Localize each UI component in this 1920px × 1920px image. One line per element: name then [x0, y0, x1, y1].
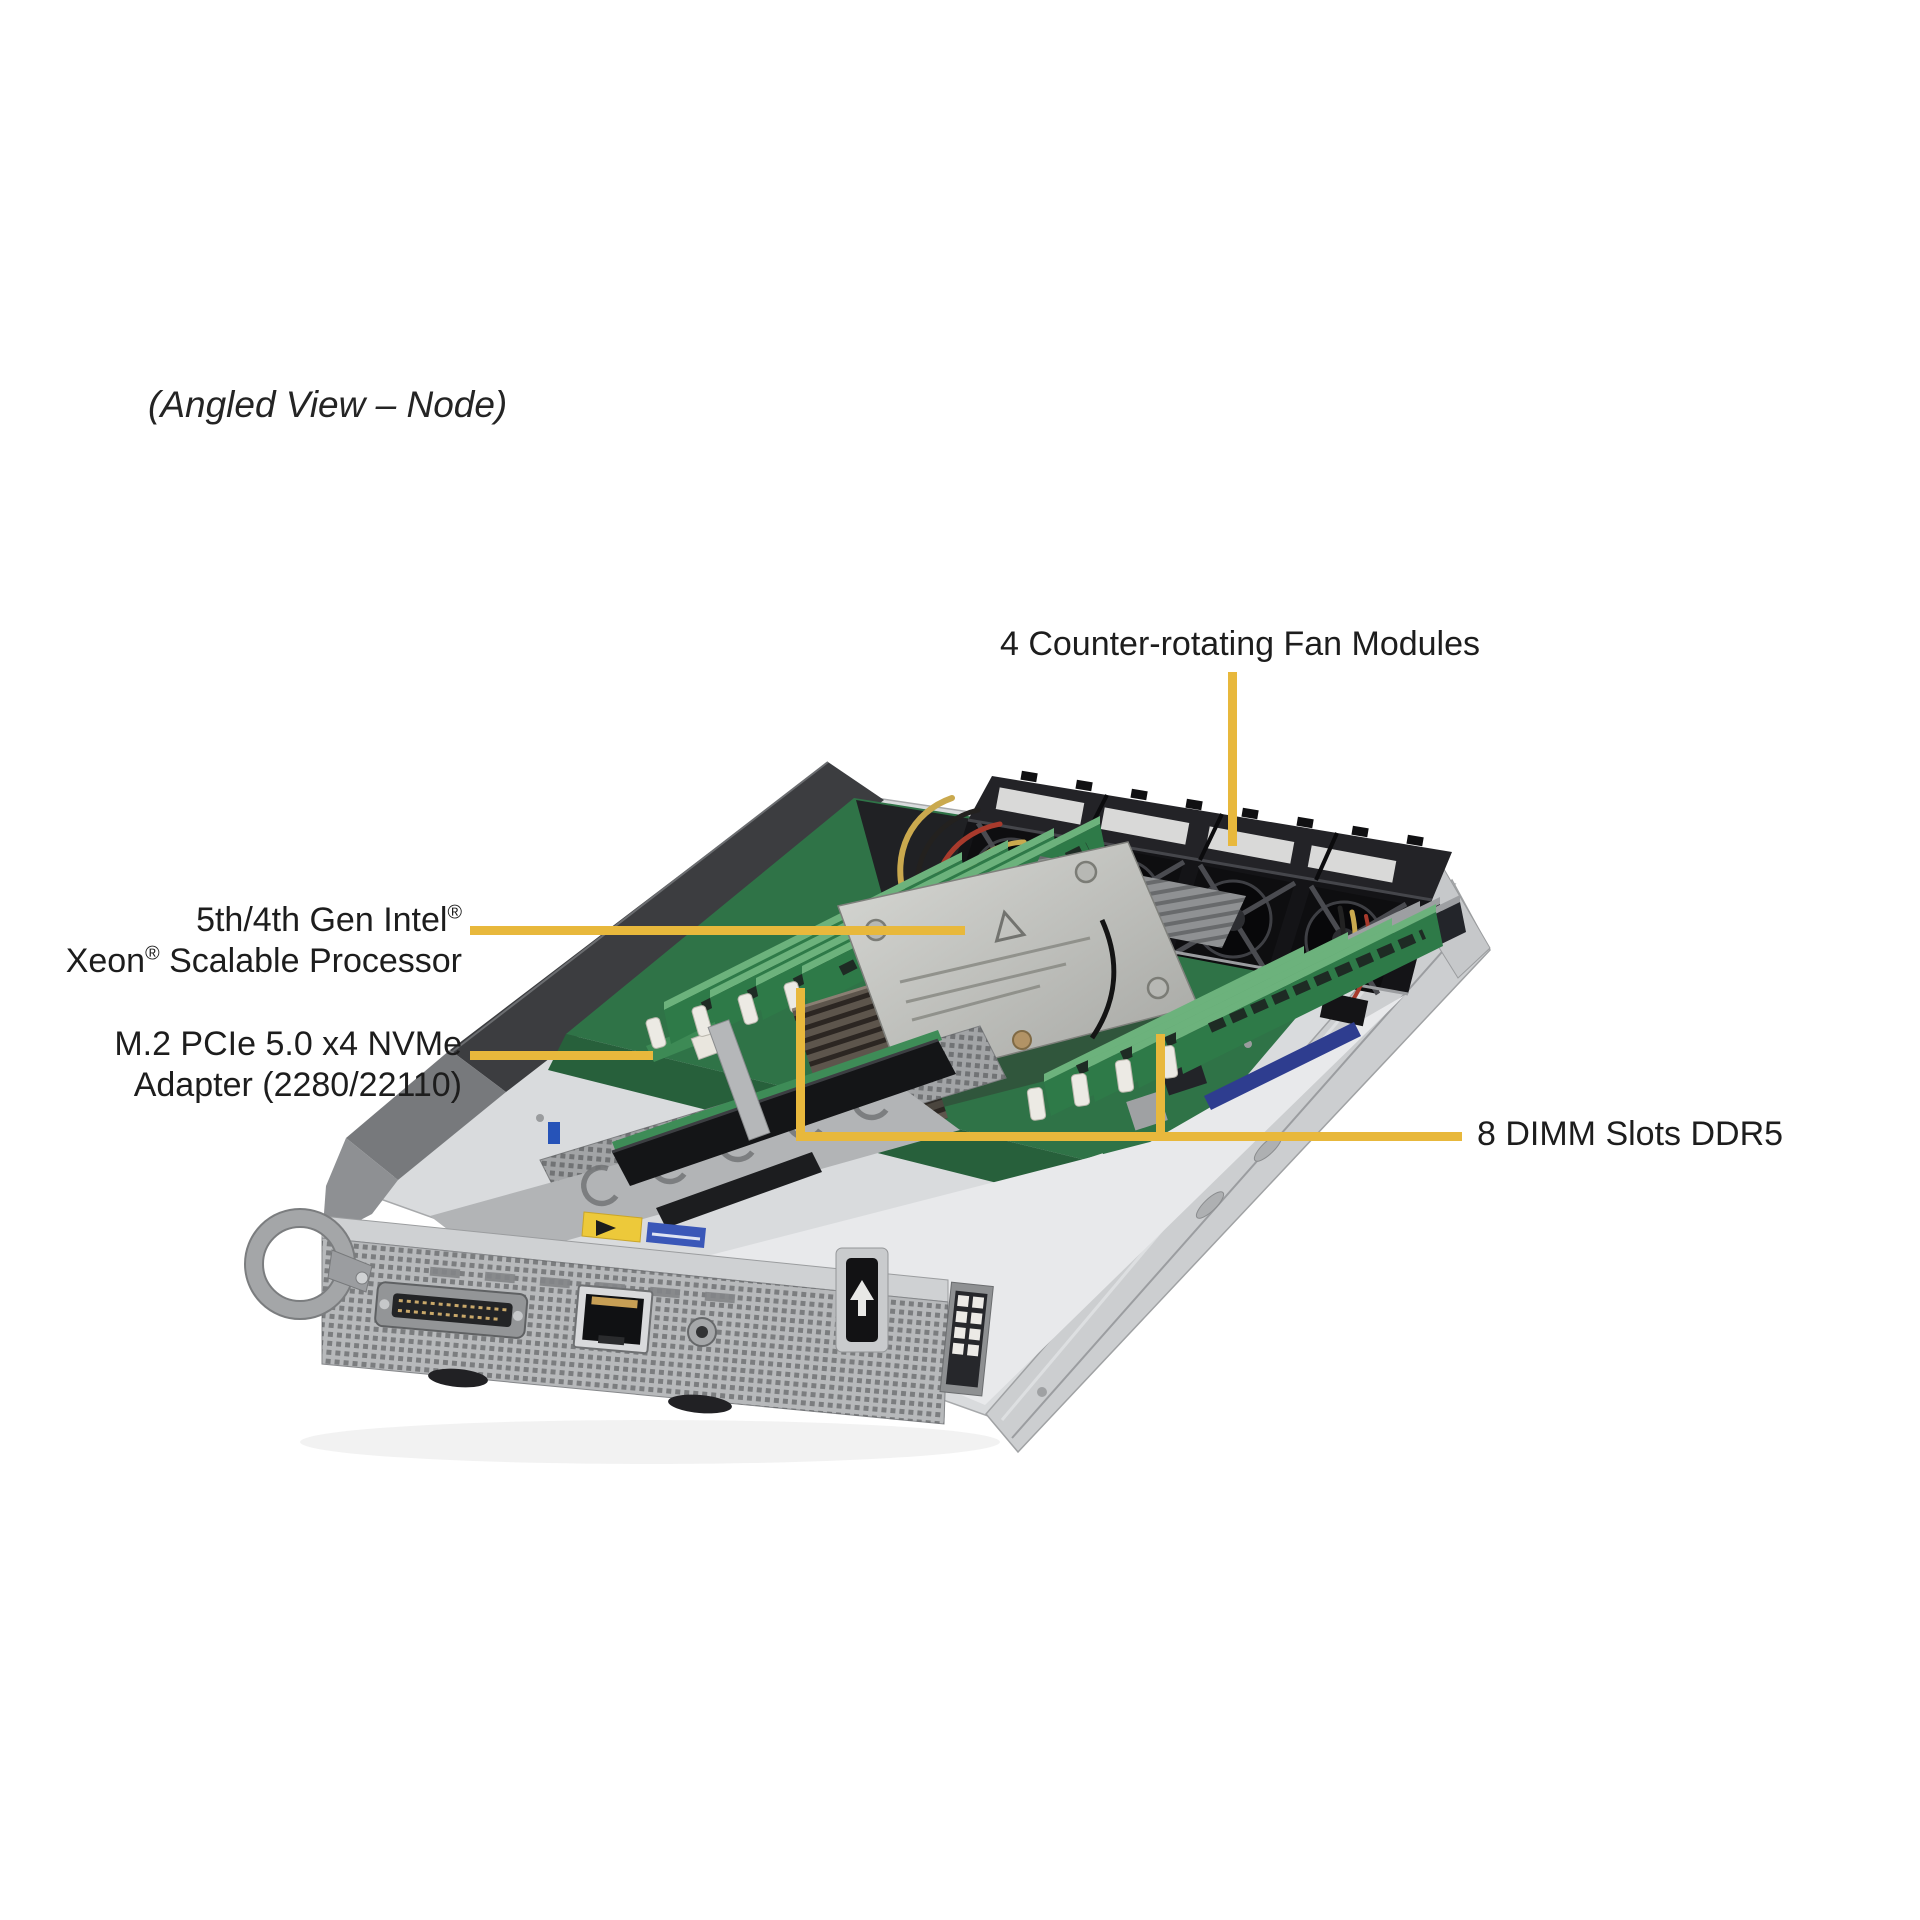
callout-fan-modules: 4 Counter-rotating Fan Modules	[999, 625, 1481, 663]
figure-caption: (Angled View – Node)	[148, 384, 508, 425]
blue-jumper	[548, 1122, 560, 1144]
callout-m2-adapter: M.2 PCIe 5.0 x4 NVMe Adapter (2280/22110…	[114, 1024, 462, 1106]
leader-processor	[470, 926, 965, 935]
leader-dimm-tick-left	[796, 988, 805, 1141]
front-io-panel	[244, 1208, 994, 1425]
callout-dimm-slots: 8 DIMM Slots DDR5	[1477, 1115, 1784, 1153]
front-power-connector	[939, 1281, 994, 1397]
dimm-bank-right	[1026, 895, 1466, 1121]
leader-dimm-tick-right	[1156, 1034, 1165, 1141]
standoff	[1012, 1030, 1032, 1050]
registered-mark-icon: ®	[145, 942, 160, 965]
warning-triangle-icon	[994, 909, 1027, 943]
registered-mark-icon: ®	[447, 901, 462, 924]
callout-m2-line1: M.2 PCIe 5.0 x4 NVMe	[114, 1025, 462, 1063]
chassis-latch	[835, 1247, 889, 1353]
leader-dimm-horizontal	[796, 1132, 1462, 1141]
leader-m2	[470, 1051, 653, 1060]
service-sticker	[646, 1222, 706, 1248]
fan-label-stickers	[995, 787, 1397, 883]
callout-processor-line1: 5th/4th Gen Intel®	[196, 901, 462, 939]
leader-fans	[1228, 672, 1237, 846]
handle-ring	[244, 1208, 373, 1320]
dsub-connector	[374, 1281, 529, 1339]
callout-processor: 5th/4th Gen Intel® Xeon® Scalable Proces…	[66, 900, 462, 982]
blue-slot	[1204, 1022, 1361, 1110]
callout-m2-line2: Adapter (2280/22110)	[133, 1066, 462, 1104]
leader-lines	[470, 672, 1462, 1141]
callout-processor-line2: Xeon® Scalable Processor	[65, 942, 462, 980]
power-button	[687, 1317, 717, 1347]
ground-shadow	[300, 1420, 1000, 1464]
rj45-port	[572, 1284, 654, 1355]
riser-slot	[611, 1019, 956, 1228]
warning-sticker	[581, 1211, 643, 1243]
